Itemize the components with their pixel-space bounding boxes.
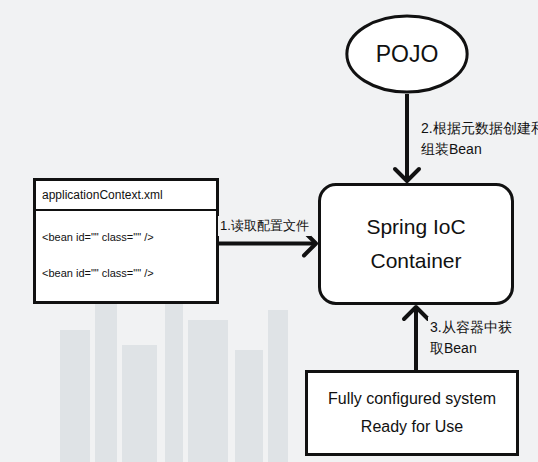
node-text: POJO — [376, 41, 439, 68]
arrow-line — [414, 307, 418, 370]
arrow-head — [395, 169, 419, 181]
arrow-connector — [404, 307, 428, 370]
pojo-ellipse: POJO — [345, 14, 469, 94]
bean-line: <bean id="" class="" /> — [36, 243, 216, 279]
step-label: 3.从容器中获取Bean — [428, 317, 514, 359]
arrow-head — [404, 307, 428, 319]
config-file-box: applicationContext.xml<bean id="" class=… — [33, 178, 219, 304]
skyline-buildings — [60, 285, 288, 462]
bean-line: <bean id="" class="" /> — [36, 211, 216, 243]
arrow-line — [405, 94, 409, 181]
step-label: 1.读取配置文件 — [218, 216, 311, 236]
system-box: Fully configured system Ready for Use — [305, 370, 519, 456]
node-text: Fully configured system Ready for Use — [318, 385, 506, 441]
file-name: applicationContext.xml — [36, 181, 216, 211]
container-box: Spring IoC Container — [318, 183, 514, 305]
node-text: Spring IoC Container — [347, 210, 485, 277]
step-label: 2.根据元数据创建和组装Bean — [419, 118, 538, 160]
ellipse-shape — [347, 16, 467, 92]
arrow-line — [219, 242, 316, 246]
arrow-connector — [395, 94, 419, 181]
